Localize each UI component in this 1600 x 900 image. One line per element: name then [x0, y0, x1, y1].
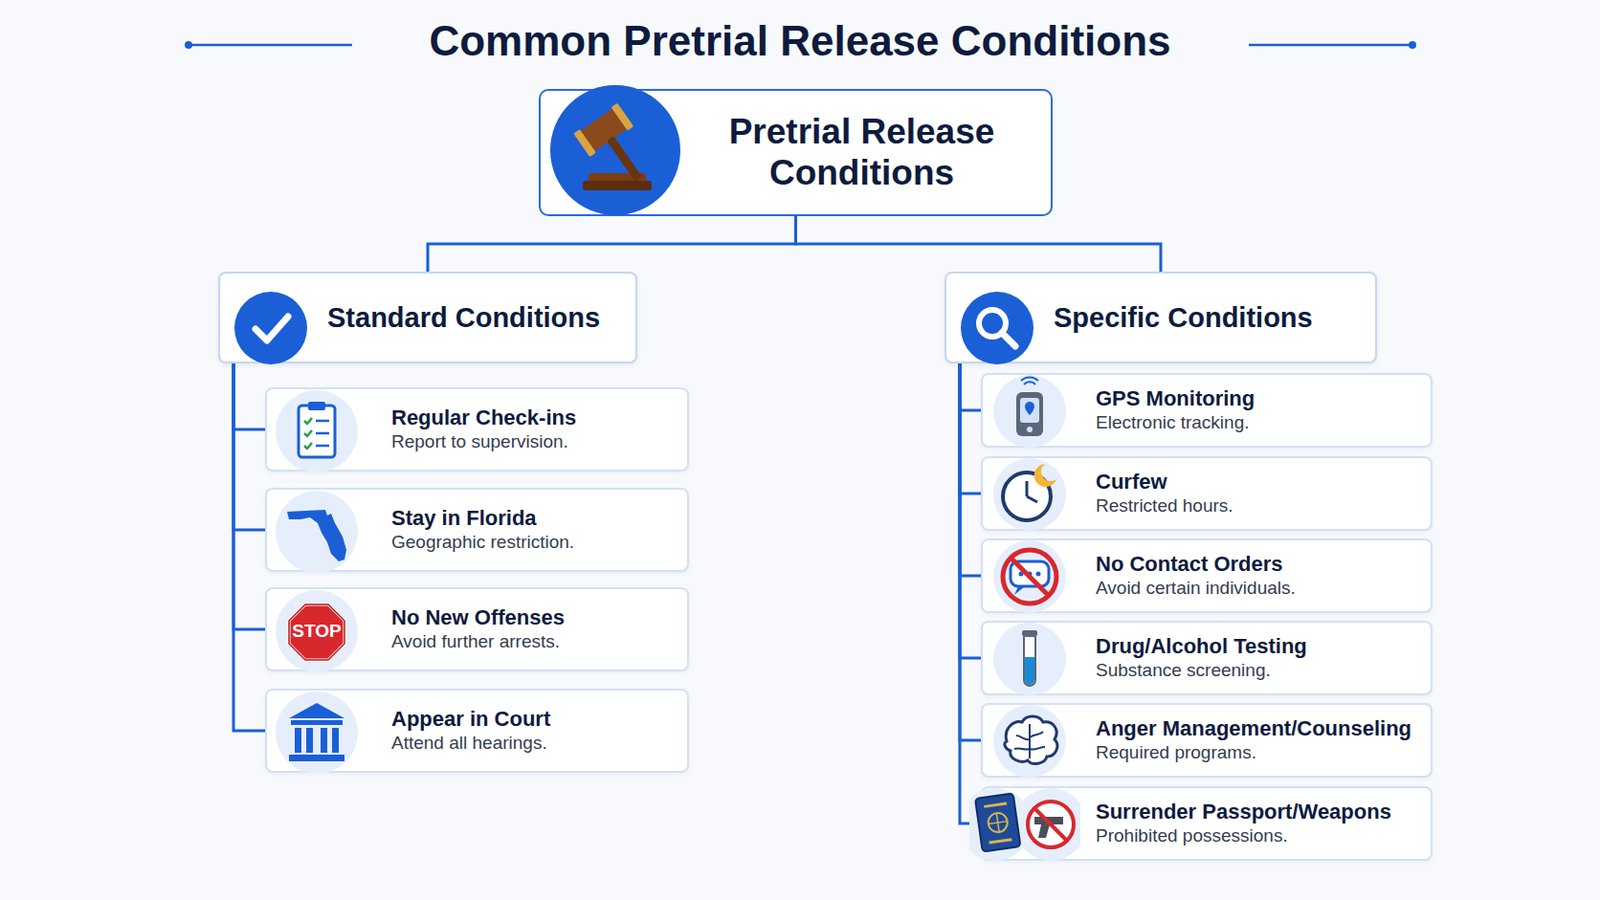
clock-icon [991, 456, 1068, 534]
text-group: Appear in CourtAttend all hearings. [391, 690, 676, 772]
node-heading: Stay in Florida [391, 505, 676, 533]
category-box: Specific Conditions [944, 271, 1378, 364]
node-body: Attend all hearings. [391, 732, 676, 756]
condition-box: GPS MonitoringElectronic tracking. [980, 373, 1433, 448]
text-group: No New OffensesAvoid further arrests. [391, 589, 676, 670]
text-group: Specific Conditions [1053, 273, 1364, 362]
node-body: Substance screening. [1095, 659, 1420, 684]
text-group: Standard Conditions [327, 273, 624, 362]
condition-box: Appear in CourtAttend all hearings. [265, 688, 689, 774]
node-heading: Regular Check-ins [391, 404, 676, 432]
brain-icon [991, 703, 1068, 780]
node-body: Avoid further arrests. [391, 630, 676, 655]
node-heading: Specific Conditions [1053, 302, 1364, 334]
node-body: Restricted hours. [1095, 494, 1420, 519]
page-title: Common Pretrial Release Conditions [0, 17, 1600, 66]
florida-icon [275, 490, 358, 574]
search-icon [960, 291, 1034, 365]
text-group: Surrender Passport/WeaponsProhibited pos… [1095, 788, 1420, 860]
root-box: Pretrial Release Conditions [538, 88, 1053, 217]
condition-box: STOP No New OffensesAvoid further arrests… [265, 587, 689, 672]
node-heading: No Contact Orders [1095, 551, 1420, 578]
text-group: Pretrial Release Conditions [684, 90, 1040, 215]
condition-box: CurfewRestricted hours. [980, 456, 1433, 532]
tree-connector [233, 363, 266, 732]
text-group: GPS MonitoringElectronic tracking. [1095, 375, 1420, 446]
node-heading: Curfew [1095, 468, 1420, 496]
rule-dot [1408, 41, 1417, 49]
nocontact-icon [991, 538, 1068, 616]
node-body: Required programs. [1095, 741, 1420, 766]
node-heading: Drug/Alcohol Testing [1095, 633, 1420, 661]
text-group: Drug/Alcohol TestingSubstance screening. [1095, 622, 1420, 694]
rule-line [188, 44, 353, 47]
node-heading: Surrender Passport/Weapons [1095, 799, 1420, 826]
text-group: Anger Management/CounselingRequired prog… [1095, 705, 1420, 777]
check-icon [234, 291, 308, 365]
text-group: Regular Check-insReport to supervision. [391, 389, 676, 470]
condition-box: Drug/Alcohol TestingSubstance screening. [980, 621, 1433, 696]
tree-connector [233, 363, 266, 630]
node-heading: Standard Conditions [327, 302, 624, 334]
node-body: Electronic tracking. [1095, 411, 1420, 436]
node-body: Avoid certain individuals. [1095, 577, 1420, 601]
node-heading: GPS Monitoring [1095, 385, 1420, 413]
node-heading: Appear in Court [391, 706, 676, 734]
tree-connector [233, 363, 266, 430]
node-body: Report to supervision. [391, 430, 676, 455]
node-body: Prohibited possessions. [1095, 824, 1420, 849]
tree-connector [959, 363, 981, 741]
tree-connector [796, 216, 1162, 272]
sign-label: STOP [288, 621, 346, 643]
condition-box: No Contact OrdersAvoid certain individua… [980, 538, 1433, 614]
text-group: Stay in FloridaGeographic restriction. [391, 489, 676, 571]
node-body: Geographic restriction. [391, 531, 676, 556]
gps-icon [991, 373, 1068, 450]
condition-box: Anger Management/CounselingRequired prog… [980, 703, 1433, 778]
tree-connector [959, 363, 981, 577]
condition-box: Surrender Passport/WeaponsProhibited pos… [980, 786, 1433, 862]
passport-icon [969, 786, 1081, 864]
tree-connector [959, 363, 981, 659]
text-group: CurfewRestricted hours. [1095, 458, 1420, 530]
tube-icon [991, 621, 1068, 698]
node-heading: Anger Management/Counseling [1095, 715, 1420, 743]
court-icon [275, 691, 358, 775]
condition-box: Regular Check-insReport to supervision. [265, 387, 689, 472]
tree-connector [959, 363, 981, 494]
rule-dot [184, 41, 193, 49]
node-heading: Pretrial Release Conditions [684, 111, 1040, 194]
gavel-icon [550, 85, 682, 217]
tree-connector [959, 363, 981, 411]
node-heading: No New Offenses [391, 604, 676, 632]
rule-line [1248, 44, 1413, 47]
text-group: No Contact OrdersAvoid certain individua… [1095, 540, 1420, 612]
clipboard-icon [275, 390, 358, 473]
tree-connector [427, 216, 797, 272]
tree-connector [959, 363, 981, 824]
tree-connector [233, 363, 266, 531]
condition-box: Stay in FloridaGeographic restriction. [265, 488, 689, 573]
category-box: Standard Conditions [218, 271, 638, 364]
